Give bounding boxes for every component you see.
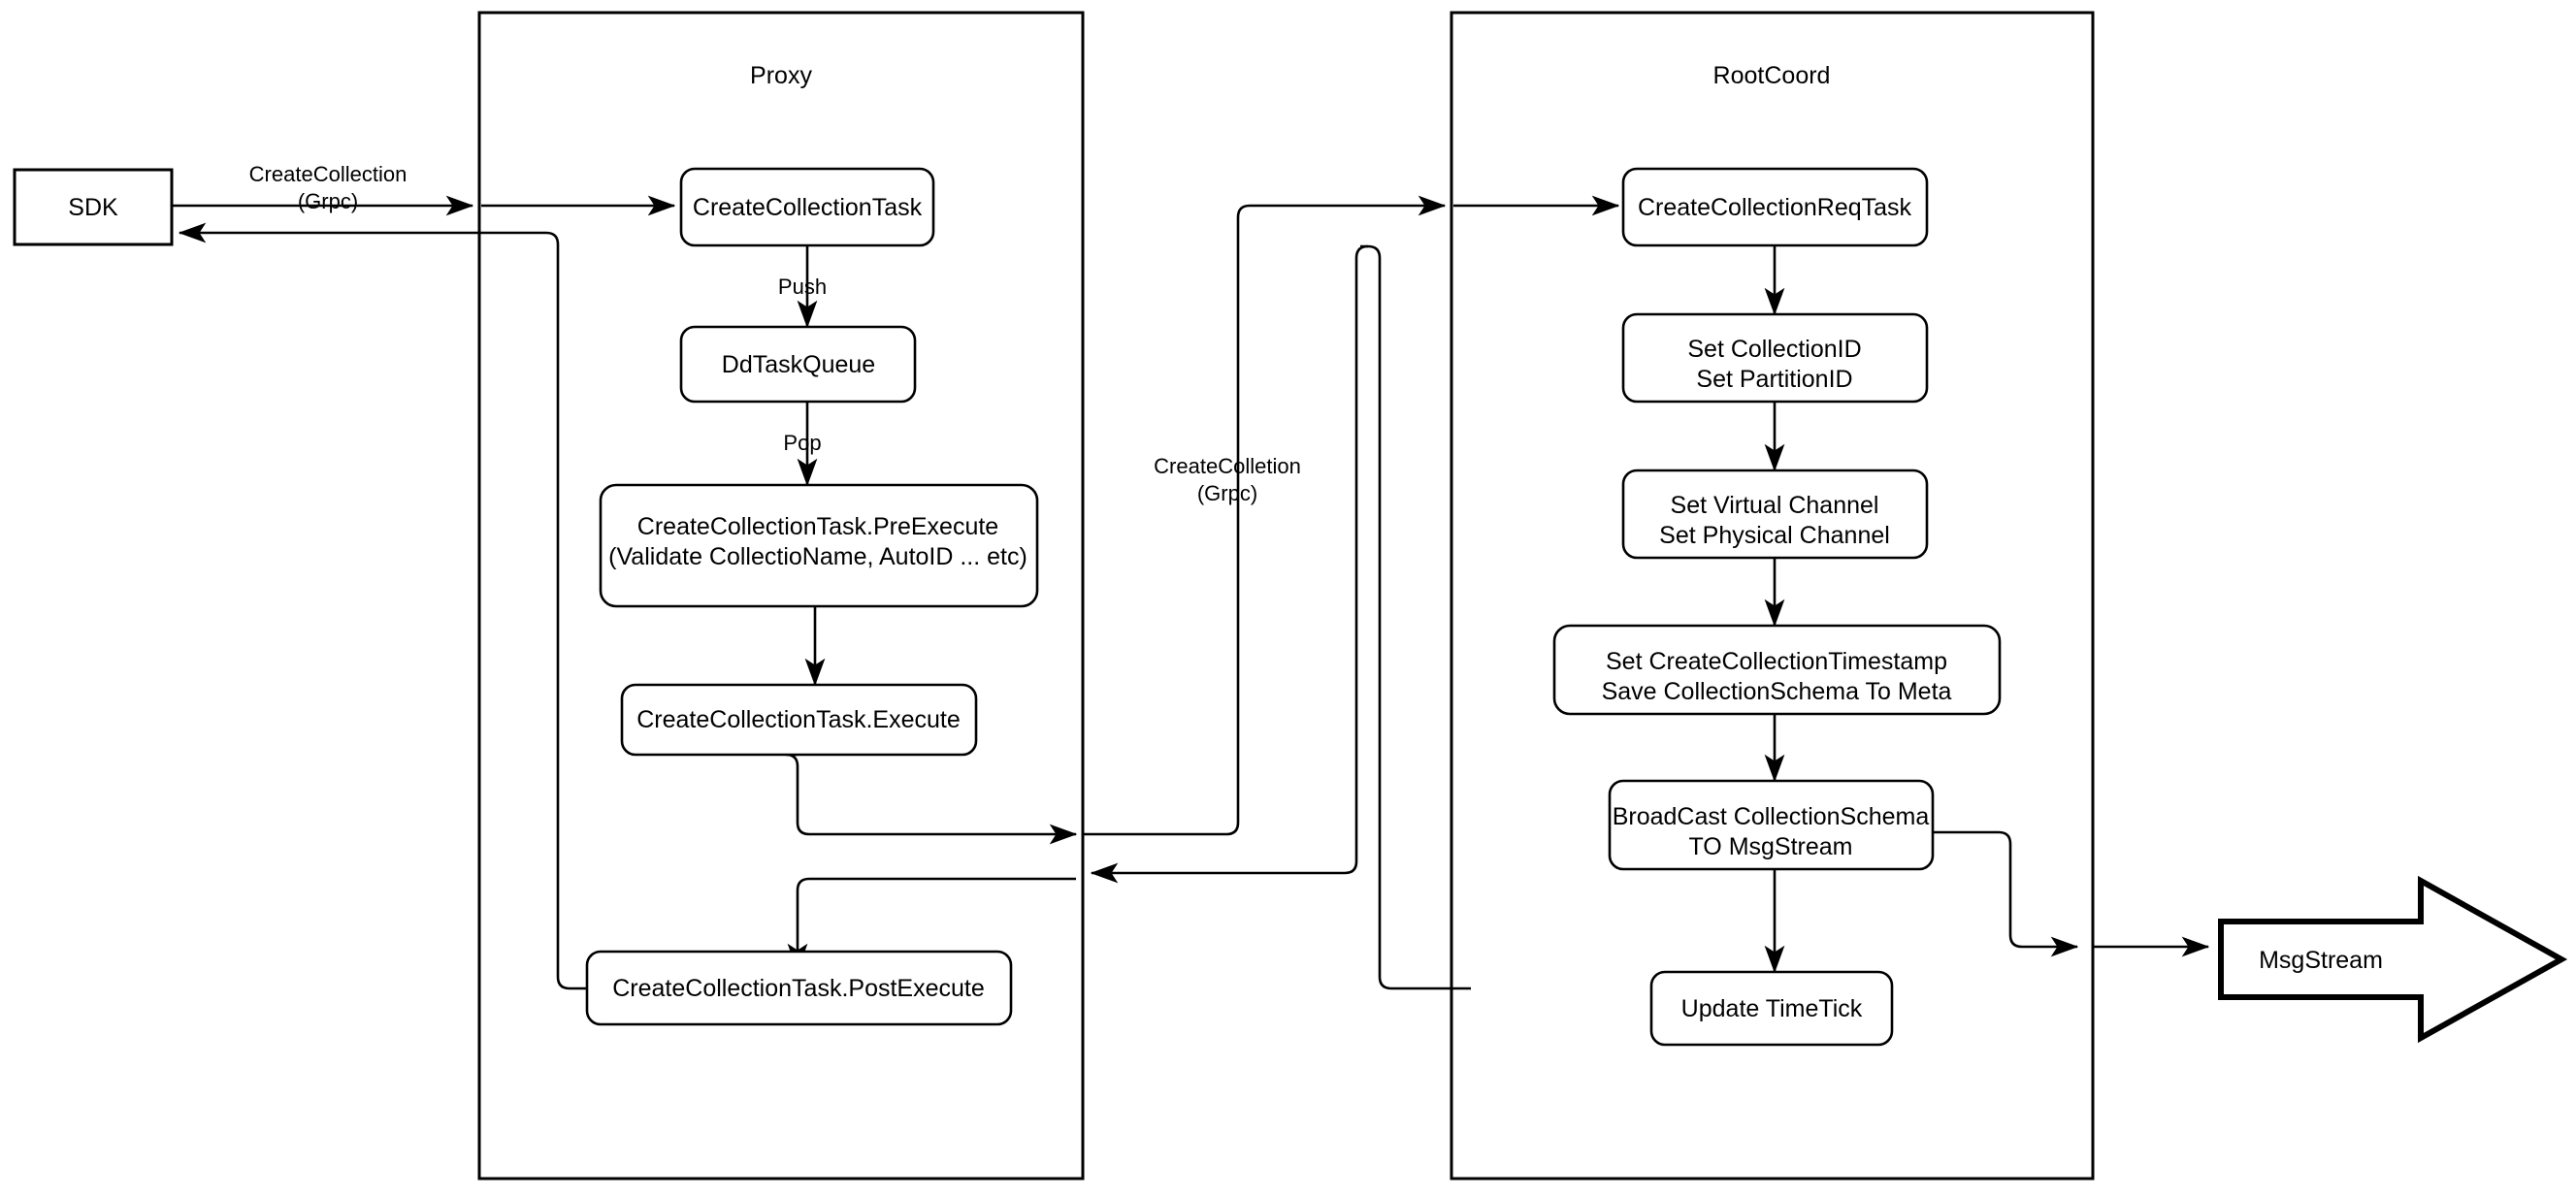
edge-label-sdk-line2: (Grpc) — [298, 189, 358, 213]
sdk-box — [13, 168, 174, 246]
lane-rootcoord-title: RootCoord — [1713, 62, 1831, 89]
broadcast-box — [1608, 779, 1935, 871]
node-broadcast[interactable]: BroadCast CollectionSchema TO MsgStream — [1608, 779, 1935, 871]
set-ids-box — [1621, 312, 1929, 404]
sdk-label: SDK — [68, 194, 118, 221]
edge-label-sdk-line1: CreateCollection — [249, 162, 408, 186]
node-execute[interactable]: CreateCollectionTask.Execute — [620, 683, 978, 757]
create-collection-task-box — [679, 167, 935, 247]
pre-execute-box — [599, 483, 1039, 608]
set-channels-label-line2: Set Physical Channel — [1659, 522, 1890, 549]
edge-label-crosslane-line2: (Grpc) — [1197, 481, 1257, 505]
edge-postexecute-to-sdk-response — [178, 222, 587, 990]
set-ids-label-line1: Set CollectionID — [1687, 336, 1861, 363]
edge-crosslane-request — [1083, 195, 1447, 836]
edge-broadcast-to-msgstream-boundary — [1933, 830, 2079, 957]
pre-execute-label-line2: (Validate CollectioName, AutoID ... etc) — [608, 543, 1027, 570]
node-pre-execute[interactable]: CreateCollectionTask.PreExecute (Validat… — [599, 483, 1039, 608]
node-sdk[interactable]: SDK — [13, 168, 174, 246]
node-post-execute[interactable]: CreateCollectionTask.PostExecute — [585, 950, 1013, 1026]
create-collection-req-task-label: CreateCollectionReqTask — [1638, 194, 1912, 221]
broadcast-label-line1: BroadCast CollectionSchema — [1613, 803, 1930, 830]
edge-rootcoord-return-riser — [1360, 244, 1471, 990]
node-set-timestamp[interactable]: Set CreateCollectionTimestamp Save Colle… — [1552, 624, 2002, 716]
edge-label-pop: Pop — [783, 431, 821, 455]
post-execute-label: CreateCollectionTask.PostExecute — [612, 975, 985, 1002]
set-channels-box — [1621, 469, 1929, 560]
execute-label: CreateCollectionTask.Execute — [636, 706, 961, 733]
node-update-timetick[interactable]: Update TimeTick — [1649, 970, 1894, 1047]
create-collection-task-label: CreateCollectionTask — [693, 194, 923, 221]
msgstream-label: MsgStream — [2259, 947, 2383, 974]
create-collection-req-task-box — [1621, 167, 1929, 247]
node-set-channels[interactable]: Set Virtual Channel Set Physical Channel — [1621, 469, 1929, 560]
node-msgstream[interactable]: MsgStream — [2218, 875, 2568, 1044]
broadcast-label-line2: TO MsgStream — [1688, 833, 1852, 860]
set-channels-label-line1: Set Virtual Channel — [1671, 492, 1879, 519]
pre-execute-label-line1: CreateCollectionTask.PreExecute — [637, 513, 998, 540]
msgstream-arrow-shape — [2218, 875, 2568, 1044]
lane-proxy-title: Proxy — [750, 62, 812, 89]
set-timestamp-label-line1: Set CreateCollectionTimestamp — [1606, 648, 1947, 675]
set-ids-label-line2: Set PartitionID — [1696, 366, 1852, 393]
execute-box — [620, 683, 978, 757]
update-timetick-label: Update TimeTick — [1681, 995, 1863, 1022]
update-timetick-box — [1649, 970, 1894, 1047]
node-dd-task-queue[interactable]: DdTaskQueue — [679, 325, 917, 404]
edge-crosslane-response — [1090, 244, 1369, 884]
edge-label-crosslane-line1: CreateColletion — [1154, 454, 1301, 478]
node-create-collection-task[interactable]: CreateCollectionTask — [679, 167, 935, 247]
edge-label-push: Push — [778, 275, 827, 299]
dd-task-queue-box — [679, 325, 917, 404]
dd-task-queue-label: DdTaskQueue — [722, 351, 875, 378]
edge-reply-to-postexecute — [787, 877, 1076, 972]
node-create-collection-req-task[interactable]: CreateCollectionReqTask — [1621, 167, 1929, 247]
set-timestamp-box — [1552, 624, 2002, 716]
post-execute-box — [585, 950, 1013, 1026]
set-timestamp-label-line2: Save CollectionSchema To Meta — [1602, 678, 1952, 705]
node-set-ids[interactable]: Set CollectionID Set PartitionID — [1621, 312, 1929, 404]
